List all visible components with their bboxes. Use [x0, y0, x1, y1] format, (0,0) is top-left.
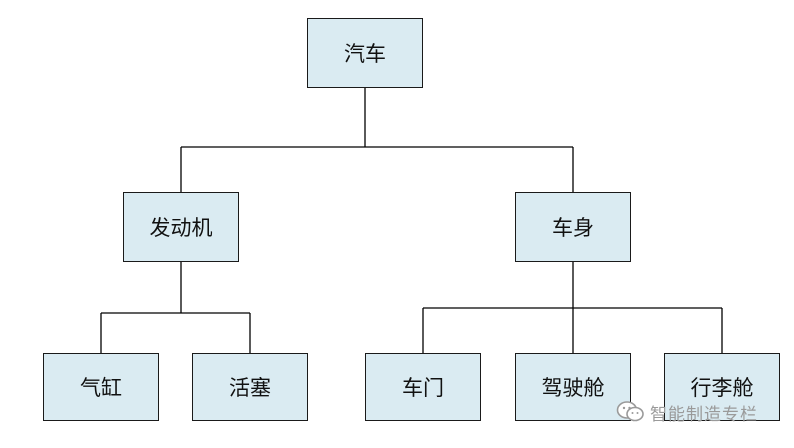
node-engine: 发动机 [123, 192, 239, 262]
node-body: 车身 [515, 192, 631, 262]
watermark-text: 智能制造专栏 [650, 404, 758, 425]
node-car: 汽车 [307, 18, 423, 88]
wechat-icon [616, 401, 644, 422]
node-piston: 活塞 [192, 353, 308, 421]
node-cockpit: 驾驶舱 [515, 353, 631, 421]
node-cylinder: 气缸 [43, 353, 159, 421]
watermark: 智能制造专栏 [616, 399, 758, 425]
node-trunk: 行李舱 [664, 353, 780, 421]
node-door: 车门 [365, 353, 481, 421]
